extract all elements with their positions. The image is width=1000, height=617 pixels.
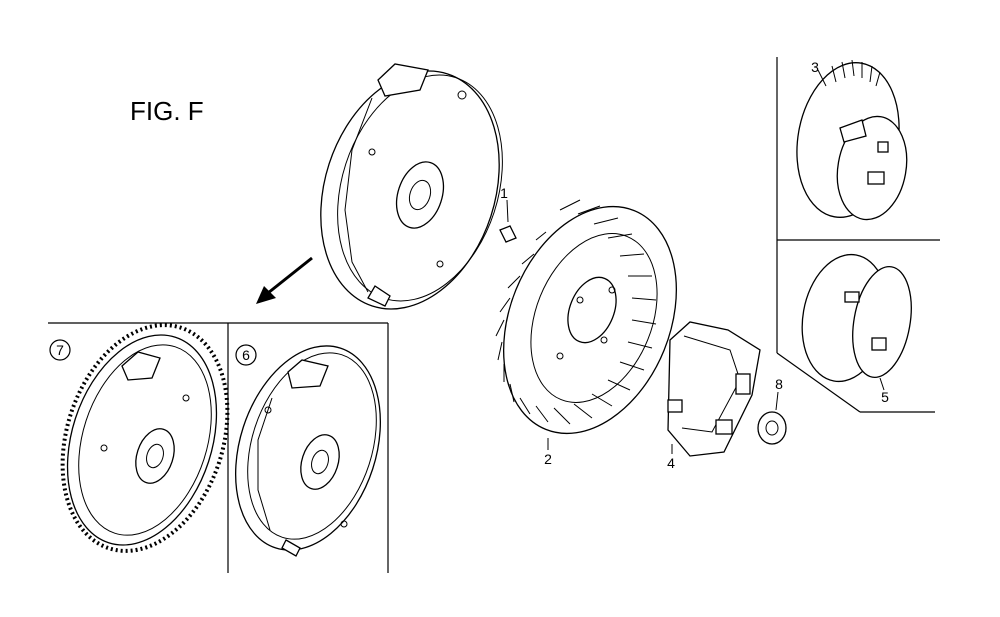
flywheel-main: [320, 63, 503, 310]
figure-title: FIG. F: [130, 96, 204, 126]
woodruff-key: [499, 199, 517, 243]
callout-4: 4: [667, 455, 675, 471]
callout-3: 3: [811, 59, 819, 75]
callout-2: 2: [544, 451, 552, 467]
callout-7: 7: [56, 342, 64, 358]
starter-cup: [801, 253, 912, 391]
variant-box-frame: [48, 322, 389, 573]
callout-1: 1: [500, 185, 508, 201]
variant-arrow: [256, 256, 313, 304]
flywheel-nut: [757, 391, 787, 445]
callout-7-badge: 7: [49, 339, 71, 361]
cooling-fan: [495, 199, 677, 450]
callout-5: 5: [881, 389, 889, 405]
callout-8: 8: [775, 376, 783, 392]
flywheel-variant-6: [234, 345, 382, 557]
option-box-frame: [776, 57, 940, 413]
callout-6: 6: [242, 347, 250, 363]
fan-blades: [495, 199, 657, 425]
callout-6-badge: 6: [235, 344, 257, 366]
fan-ring: [667, 321, 761, 457]
starter-pulley: [796, 59, 908, 221]
flywheel-variant-7: [60, 323, 230, 553]
